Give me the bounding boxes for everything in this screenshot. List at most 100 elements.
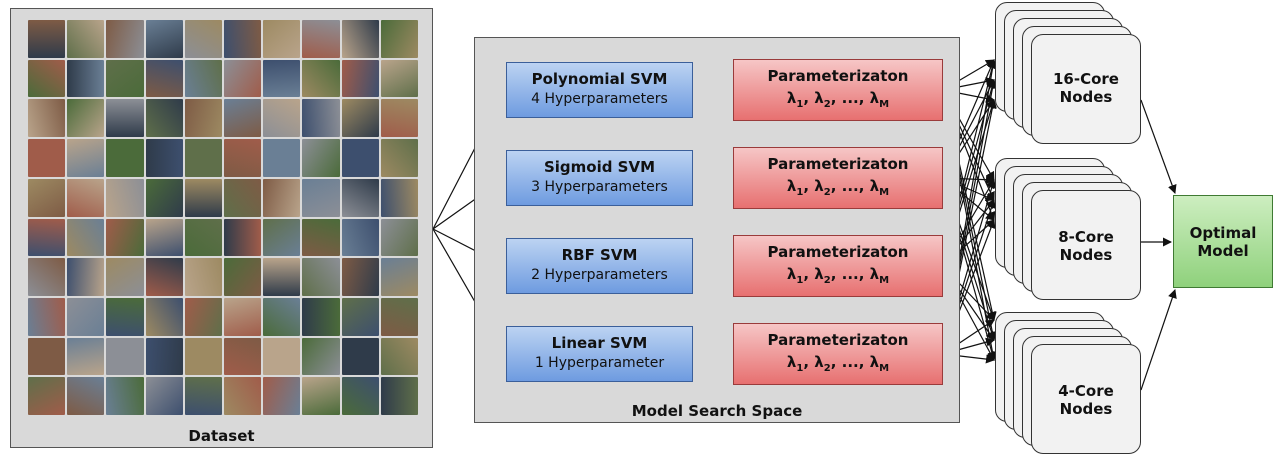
svm-box-polynomial: Polynomial SVM 4 Hyperparameters	[506, 62, 693, 118]
lambda-sequence: λ1, λ2, ..., λM	[786, 265, 890, 286]
svm-box-rbf: RBF SVM 2 Hyperparameters	[506, 238, 693, 294]
parameterization-title: Parameterizaton	[767, 155, 909, 173]
dataset-thumbnail	[184, 297, 222, 336]
dataset-thumbnail	[302, 20, 340, 58]
dataset-thumbnail	[184, 258, 222, 296]
dataset-thumbnail	[67, 99, 105, 138]
dataset-thumbnail	[302, 297, 340, 336]
parameterization-title: Parameterizaton	[767, 243, 909, 261]
svm-name: Linear SVM	[551, 334, 648, 352]
dataset-image-grid	[28, 20, 418, 415]
optimal-model-box: Optimal Model	[1173, 195, 1273, 288]
dataset-thumbnail	[184, 20, 222, 58]
dataset-thumbnail	[184, 139, 222, 177]
dataset-thumbnail	[106, 20, 144, 58]
dataset-thumbnail	[67, 377, 105, 415]
dataset-thumbnail	[106, 377, 144, 415]
dataset-thumbnail	[145, 337, 183, 376]
dataset-thumbnail	[145, 377, 183, 415]
dataset-thumbnail	[302, 99, 340, 138]
dataset-thumbnail	[106, 297, 144, 336]
dataset-thumbnail	[106, 59, 144, 98]
dataset-thumbnail	[380, 139, 418, 177]
arrow-16core-to-optimal	[1140, 99, 1177, 194]
dataset-thumbnail	[380, 218, 418, 257]
dataset-thumbnail	[263, 297, 301, 336]
svm-name: Sigmoid SVM	[543, 158, 656, 176]
dataset-thumbnail	[341, 218, 379, 257]
dataset-thumbnail	[145, 178, 183, 217]
dataset-thumbnail	[380, 178, 418, 217]
dataset-thumbnail	[106, 337, 144, 376]
dataset-thumbnail	[184, 218, 222, 257]
lambda-sequence: λ1, λ2, ..., λM	[786, 177, 890, 198]
dataset-thumbnail	[224, 337, 262, 376]
svm-name: RBF SVM	[561, 246, 638, 264]
arrow-4core-to-optimal	[1140, 289, 1177, 391]
svm-hyperparameters: 3 Hyperparameters	[531, 179, 668, 195]
dataset-thumbnail	[67, 258, 105, 296]
dataset-thumbnail	[224, 139, 262, 177]
dataset-thumbnail	[341, 20, 379, 58]
dataset-thumbnail	[67, 139, 105, 177]
dataset-thumbnail	[380, 297, 418, 336]
dataset-thumbnail	[380, 337, 418, 376]
svm-name: Polynomial SVM	[531, 70, 668, 88]
dataset-thumbnail	[224, 377, 262, 415]
dataset-thumbnail	[106, 258, 144, 296]
dataset-thumbnail	[184, 59, 222, 98]
parameterization-box-3: Parameterizaton λ1, λ2, ..., λM	[733, 235, 943, 297]
dataset-thumbnail	[341, 337, 379, 376]
lambda-sequence: λ1, λ2, ..., λM	[786, 89, 890, 110]
optimal-model-line1: Optimal	[1189, 223, 1257, 242]
svm-hyperparameters: 4 Hyperparameters	[531, 91, 668, 107]
dataset-thumbnail	[341, 139, 379, 177]
dataset-thumbnail	[28, 218, 66, 257]
dataset-thumbnail	[28, 258, 66, 296]
dataset-thumbnail	[341, 377, 379, 415]
dataset-thumbnail	[263, 20, 301, 58]
dataset-label: Dataset	[188, 427, 255, 445]
dataset-thumbnail	[224, 99, 262, 138]
parameterization-box-1: Parameterizaton λ1, λ2, ..., λM	[733, 59, 943, 121]
optimal-model-line2: Model	[1197, 241, 1249, 260]
dataset-thumbnail	[28, 99, 66, 138]
dataset-thumbnail	[106, 139, 144, 177]
dataset-thumbnail	[145, 99, 183, 138]
dataset-thumbnail	[67, 337, 105, 376]
svm-box-sigmoid: Sigmoid SVM 3 Hyperparameters	[506, 150, 693, 206]
dataset-thumbnail	[263, 218, 301, 257]
node-card-8-core-front	[1031, 190, 1141, 300]
dataset-thumbnail	[380, 258, 418, 296]
dataset-thumbnail	[380, 377, 418, 415]
dataset-thumbnail	[224, 218, 262, 257]
dataset-thumbnail	[263, 377, 301, 415]
dataset-thumbnail	[224, 20, 262, 58]
node-card-4-core-front	[1031, 344, 1141, 454]
dataset-thumbnail	[302, 59, 340, 98]
model-search-space-label: Model Search Space	[631, 402, 803, 420]
dataset-thumbnail	[106, 218, 144, 257]
dataset-thumbnail	[380, 20, 418, 58]
dataset-thumbnail	[28, 377, 66, 415]
dataset-thumbnail	[145, 59, 183, 98]
dataset-thumbnail	[145, 258, 183, 296]
dataset-thumbnail	[341, 297, 379, 336]
dataset-thumbnail	[28, 20, 66, 58]
dataset-thumbnail	[28, 178, 66, 217]
dataset-thumbnail	[302, 178, 340, 217]
dataset-thumbnail	[380, 59, 418, 98]
dataset-thumbnail	[341, 178, 379, 217]
svm-box-linear: Linear SVM 1 Hyperparameter	[506, 326, 693, 382]
dataset-thumbnail	[145, 139, 183, 177]
dataset-thumbnail	[106, 178, 144, 217]
dataset-thumbnail	[224, 59, 262, 98]
dataset-thumbnail	[67, 218, 105, 257]
dataset-thumbnail	[224, 178, 262, 217]
dataset-thumbnail	[380, 99, 418, 138]
svm-hyperparameters: 2 Hyperparameters	[531, 267, 668, 283]
dataset-thumbnail	[263, 178, 301, 217]
dataset-thumbnail	[341, 258, 379, 296]
